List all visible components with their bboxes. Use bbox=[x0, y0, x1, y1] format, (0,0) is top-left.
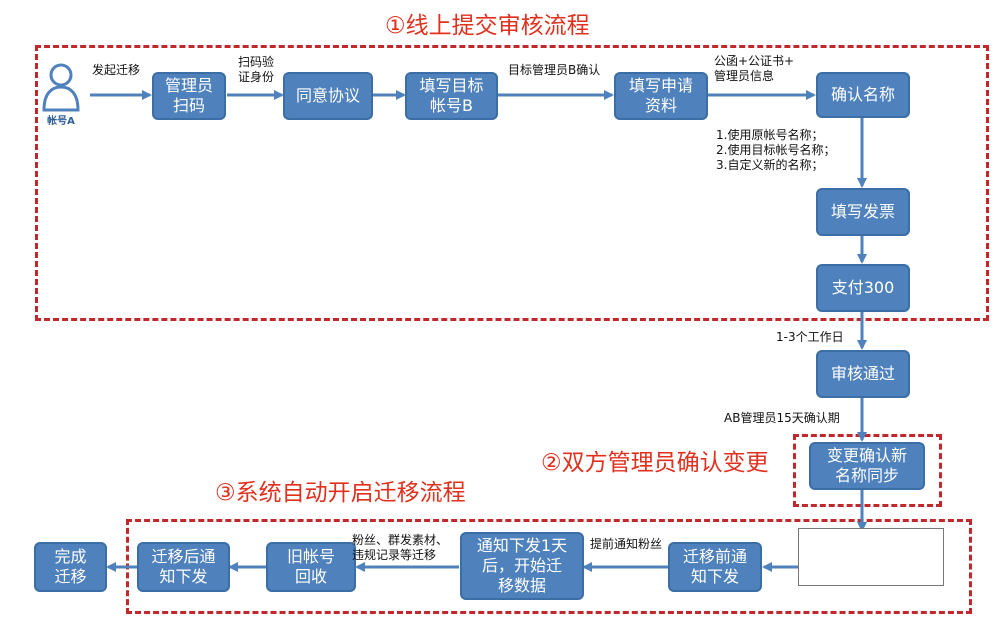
redaction-box bbox=[798, 528, 944, 586]
recycle-node: 旧帐号 回收 bbox=[266, 542, 356, 592]
label-materials: 公函+公证书+ 管理员信息 bbox=[714, 54, 795, 83]
user-icon bbox=[42, 63, 80, 112]
label-name-options: 1.使用原帐号名称； 2.使用目标帐号名称； 3.自定义新的名称； bbox=[716, 128, 836, 172]
admin-scan-node: 管理员 扫码 bbox=[152, 72, 226, 120]
phase2-title: ②双方管理员确认变更 bbox=[541, 450, 769, 476]
approved-node: 审核通过 bbox=[816, 350, 910, 398]
label-advance-notice: 提前通知粉丝 bbox=[590, 537, 663, 551]
account-a: 帐号A bbox=[38, 60, 84, 128]
label-workdays: 1-3个工作日 bbox=[776, 330, 844, 344]
fill-invoice-node: 填写发票 bbox=[816, 188, 910, 236]
pay-node: 支付300 bbox=[816, 264, 910, 312]
post-notice-node: 迁移后通 知下发 bbox=[137, 542, 230, 592]
phase2-box bbox=[793, 434, 942, 507]
label-scan-verify: 扫码验 证身份 bbox=[238, 55, 275, 84]
fill-target-node: 填写目标 帐号B bbox=[405, 72, 498, 120]
complete-node: 完成 迁移 bbox=[34, 542, 107, 592]
phase3-title: ③系统自动开启迁移流程 bbox=[215, 480, 466, 506]
confirm-name-node: 确认名称 bbox=[816, 72, 910, 118]
label-start-migrate: 发起迁移 bbox=[92, 63, 141, 77]
fill-apply-node: 填写申请 资料 bbox=[614, 72, 708, 120]
pre-notice-node: 迁移前通 知下发 bbox=[668, 542, 762, 592]
label-target-admin-confirm: 目标管理员B确认 bbox=[508, 63, 601, 77]
change-confirm-node: 变更确认新 名称同步 bbox=[809, 442, 925, 490]
label-migrate-items: 粉丝、群发素材、 违规记录等迁移 bbox=[352, 533, 449, 562]
label-confirm-period: AB管理员15天确认期 bbox=[724, 411, 840, 425]
phase1-box bbox=[35, 45, 989, 321]
agree-node: 同意协议 bbox=[283, 72, 373, 120]
account-a-label: 帐号A bbox=[47, 116, 75, 127]
migrate-data-node: 通知下发1天 后，开始迁 移数据 bbox=[460, 532, 584, 600]
phase1-title: ①线上提交审核流程 bbox=[385, 13, 590, 39]
